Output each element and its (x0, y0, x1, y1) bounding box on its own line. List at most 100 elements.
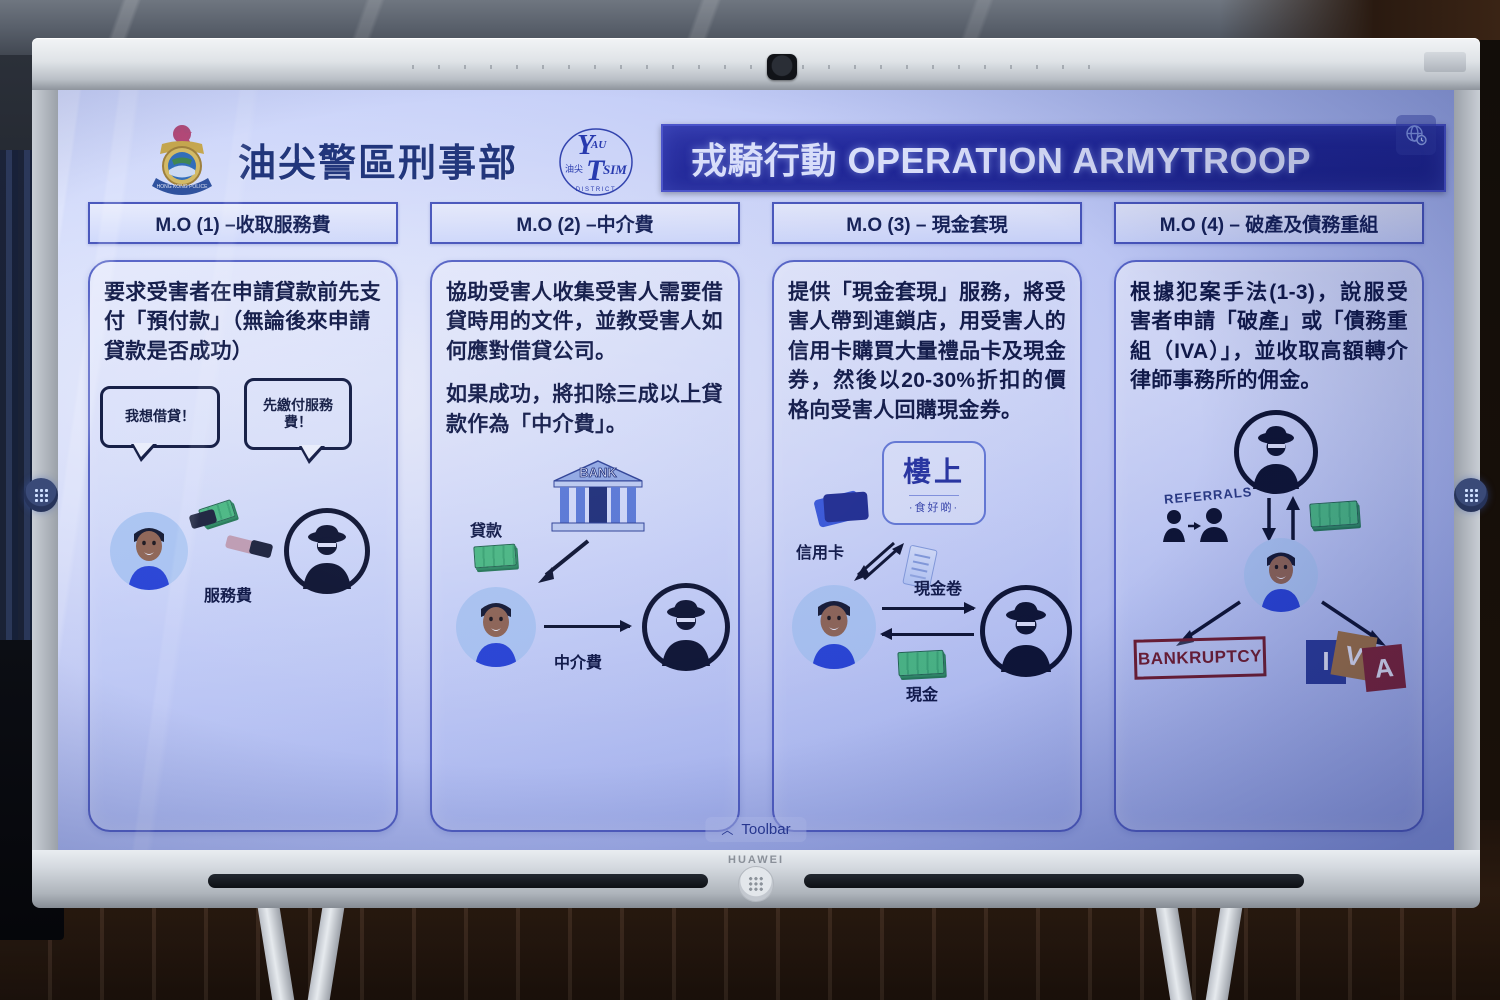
shop-tagline: ·食好啲· (908, 495, 960, 515)
mo-2-card: 協助受害人收集受害人需要借貸時用的文件，並教受害人如何應對借貸公司。 如果成功，… (430, 260, 740, 832)
fraudster-icon (980, 584, 1072, 677)
victim-avatar-icon (1244, 537, 1318, 612)
fraudster-icon (1234, 409, 1318, 494)
exchange-arrows-icon (854, 541, 910, 587)
chevron-up-icon: ︿ (721, 823, 734, 837)
mo-2-illustration: BANK 貸款 (446, 459, 730, 820)
left-quick-menu-button[interactable] (24, 478, 58, 512)
fraudster-icon (642, 582, 730, 671)
bankruptcy-stamp: BANKRUPTCY (1133, 635, 1267, 680)
bankruptcy-arrow-icon (1170, 598, 1246, 650)
mo-3-paragraph: 提供「現金套現」服務，將受害人帶到連鎖店，用受害人的信用卡購買大量禮品卡及現金券… (788, 281, 1066, 422)
down-arrow-icon (1262, 497, 1276, 542)
mo-2-paragraph: 如果成功，將扣除三成以上貸款作為「中介費」。 (446, 383, 723, 436)
bank-building-icon: BANK (550, 459, 646, 537)
iva-letter-a: A (1361, 643, 1407, 692)
svg-text:BANK: BANK (579, 465, 617, 480)
credit-card-label: 信用卡 (796, 544, 845, 562)
right-quick-menu-button[interactable] (1454, 478, 1488, 512)
shop-name: 樓上 (902, 456, 965, 488)
mo-2-header: M.O (2) –中介費 (430, 202, 740, 244)
svg-text:HONG KONG POLICE: HONG KONG POLICE (157, 184, 209, 190)
hk-police-crest-icon: HONG KONG POLICE (150, 122, 214, 198)
presentation-slide: HONG KONG POLICE 油尖警區刑事部 Y AU T SIM 油尖 D… (58, 90, 1454, 850)
broker-fee-arrow (544, 619, 632, 632)
victim-avatar-icon (456, 586, 536, 667)
mo-4-body: 根據犯案手法(1-3)，說服受害者申請「破產」或「債務重組（IVA）」，並收取高… (1130, 278, 1408, 410)
mo-1-paragraph: 要求受害者在申請貸款前先支付「預付款」（無論後來申請貸款是否成功） (104, 281, 381, 363)
mo-3-card: 提供「現金套現」服務，將受害人帶到連鎖店，用受害人的信用卡購買大量禮品卡及現金券… (772, 260, 1082, 832)
victim-speech-bubble: 我想借貸！ (100, 386, 220, 463)
loan-label: 貸款 (470, 522, 503, 540)
credit-card-icon (813, 489, 870, 528)
interactive-display: HONG KONG POLICE 油尖警區刑事部 Y AU T SIM 油尖 D… (24, 38, 1488, 908)
column-mo-4: M.O (4) – 破產及債務重組 根據犯案手法(1-3)，說服受害者申請「破產… (1114, 202, 1424, 832)
grid-icon (1463, 487, 1479, 503)
cash-label: 現金 (906, 686, 939, 704)
mo-4-card: 根據犯案手法(1-3)，說服受害者申請「破產」或「債務重組（IVA）」，並收取高… (1114, 260, 1424, 832)
home-button[interactable] (738, 866, 774, 902)
mo-4-paragraph: 根據犯案手法(1-3)，說服受害者申請「破產」或「債務重組（IVA）」，並收取高… (1130, 281, 1408, 393)
mo-4-header: M.O (4) – 破產及債務重組 (1114, 202, 1424, 244)
svg-text:DISTRICT: DISTRICT (576, 187, 616, 193)
svg-text:Y: Y (577, 130, 597, 161)
crook-to-victim-arrow (880, 627, 974, 640)
mo-2-paragraph: 協助受害人收集受害人需要借貸時用的文件，並教受害人如何應對借貸公司。 (446, 281, 723, 363)
loan-cash-icon (473, 543, 517, 569)
up-arrow-icon (1286, 495, 1300, 540)
hand-giving-icon (188, 508, 218, 530)
column-mo-2: M.O (2) –中介費 協助受害人收集受害人需要借貸時用的文件，並教受害人如何… (430, 202, 740, 832)
speaker-grille-right (804, 874, 1304, 888)
service-fee-label: 服務費 (204, 588, 253, 606)
department-title: 油尖警區刑事部 (238, 143, 519, 185)
referrals-label: REFERRALS (1163, 483, 1253, 507)
loan-arrow-icon (532, 537, 596, 585)
crook-speech-bubble: 先繳付服務費！ (244, 378, 352, 465)
grid-icon (33, 487, 49, 503)
svg-text:油尖: 油尖 (565, 163, 583, 174)
mo-1-card: 要求受害者在申請貸款前先支付「預付款」（無論後來申請貸款是否成功） 我想借貸！ … (88, 260, 398, 832)
cash-icon (897, 649, 945, 677)
victim-to-crook-arrow (882, 601, 976, 614)
toolbar-label: Toolbar (741, 821, 791, 838)
grid-icon (748, 876, 764, 892)
toolbar-button[interactable]: ︿ Toolbar (705, 817, 807, 842)
mo-3-illustration: 樓上 ·食好啲· 信用卡 (788, 440, 1072, 820)
display-screen[interactable]: HONG KONG POLICE 油尖警區刑事部 Y AU T SIM 油尖 D… (58, 90, 1454, 850)
device-brand-label: HUAWEI (728, 854, 784, 866)
victim-avatar-icon (110, 512, 188, 591)
bezel-right (1454, 90, 1480, 850)
webcam-icon (767, 54, 797, 80)
fraudster-icon (284, 508, 370, 595)
yau-tsim-district-logo: Y AU T SIM 油尖 DISTRICT (553, 122, 639, 198)
victim-avatar-icon (792, 584, 876, 669)
svg-text:AU: AU (590, 139, 607, 151)
column-mo-3: M.O (3) – 現金套現 提供「現金套現」服務，將受害人帶到連鎖店，用受害人… (772, 202, 1082, 832)
column-mo-1: M.O (1) –收取服務費 要求受害者在申請貸款前先支付「預付款」（無論後來申… (88, 202, 398, 832)
banner-title-text: 戎騎行動 OPERATION ARMYTROOP (691, 140, 1312, 181)
hand-cuff-icon (248, 539, 274, 559)
mo-1-illustration: 我想借貸！ 先繳付服務費！ (100, 378, 382, 820)
operation-title-banner: 戎騎行動 OPERATION ARMYTROOP (661, 124, 1446, 192)
voucher-label: 現金卷 (914, 580, 963, 598)
commission-cash-icon (1309, 499, 1359, 528)
iva-blocks-icon: I V A (1306, 630, 1407, 692)
mo-1-body: 要求受害者在申請貸款前先支付「預付款」（無論後來申請貸款是否成功） (104, 278, 382, 380)
credit-card-front (823, 491, 869, 523)
mo-1-header: M.O (1) –收取服務費 (88, 202, 398, 244)
chain-store-logo: 樓上 ·食好啲· (882, 440, 986, 525)
mo-columns: M.O (1) –收取服務費 要求受害者在申請貸款前先支付「預付款」（無論後來申… (58, 202, 1454, 832)
bezel-top (32, 38, 1480, 90)
svg-text:SIM: SIM (603, 162, 627, 177)
bezel-marker (1424, 52, 1466, 72)
bezel-left (32, 90, 58, 850)
broker-fee-label: 中介費 (554, 654, 603, 672)
mo-3-body: 提供「現金套現」服務，將受害人帶到連鎖店，用受害人的信用卡購買大量禮品卡及現金券… (788, 278, 1066, 439)
mo-3-header: M.O (3) – 現金套現 (772, 202, 1082, 244)
mo-4-illustration: REFERRALS (1130, 409, 1408, 820)
referral-people-icon (1162, 507, 1236, 542)
globe-clock-icon[interactable] (1396, 115, 1436, 155)
speaker-grille-left (208, 874, 708, 888)
svg-text:T: T (586, 154, 606, 187)
